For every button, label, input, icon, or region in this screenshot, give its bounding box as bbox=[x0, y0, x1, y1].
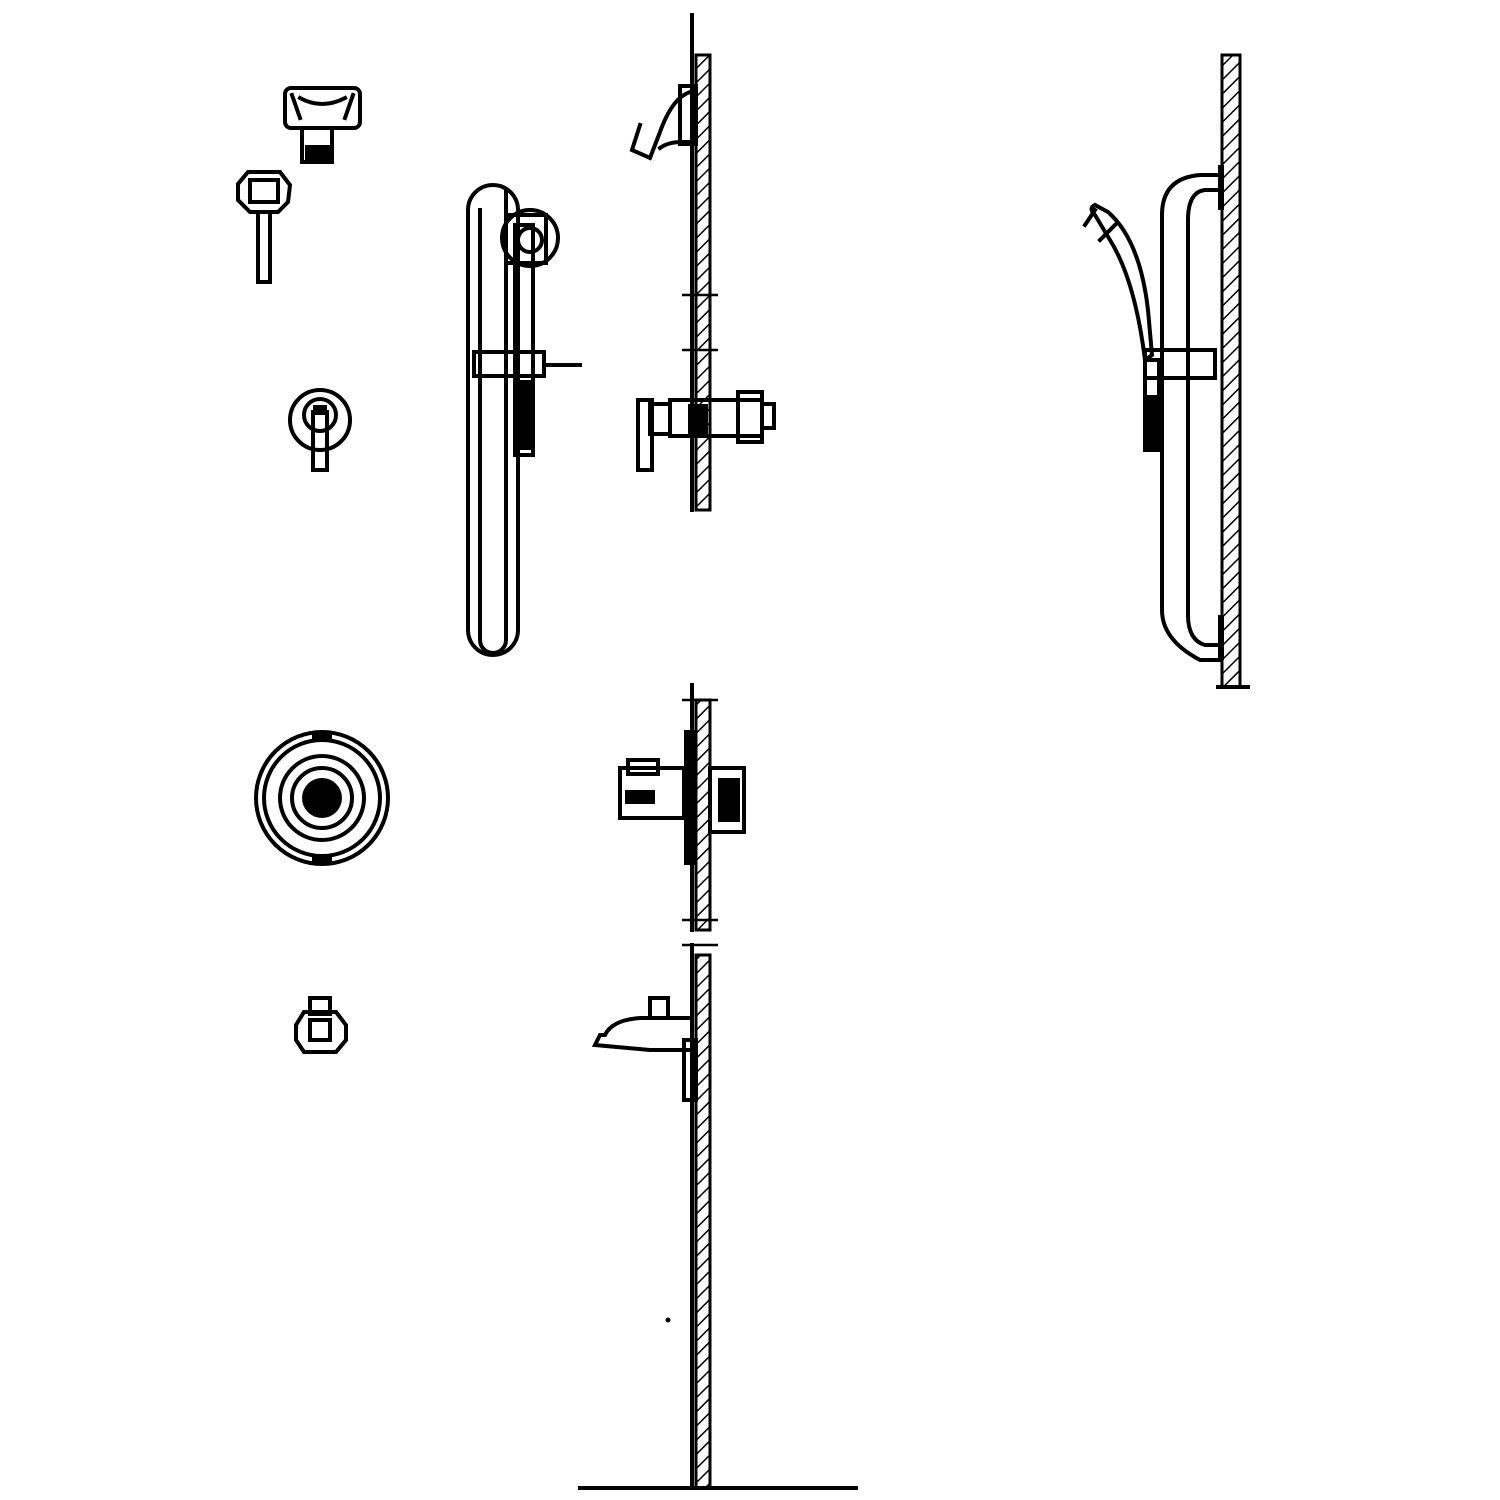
tub-spout-elevation-icon bbox=[591, 943, 712, 1490]
valve-elevation-icon bbox=[618, 683, 746, 947]
control-knob-icon bbox=[236, 170, 293, 284]
slide-bar-icon bbox=[466, 183, 582, 657]
tub-spout-icon bbox=[294, 996, 348, 1054]
lever-handle-icon bbox=[288, 388, 352, 472]
shower-head-plan-icon bbox=[283, 86, 362, 164]
shower-elevation-icon bbox=[629, 13, 776, 512]
slide-bar-elevation-icon bbox=[1082, 53, 1250, 689]
round-trim-icon bbox=[254, 730, 390, 866]
